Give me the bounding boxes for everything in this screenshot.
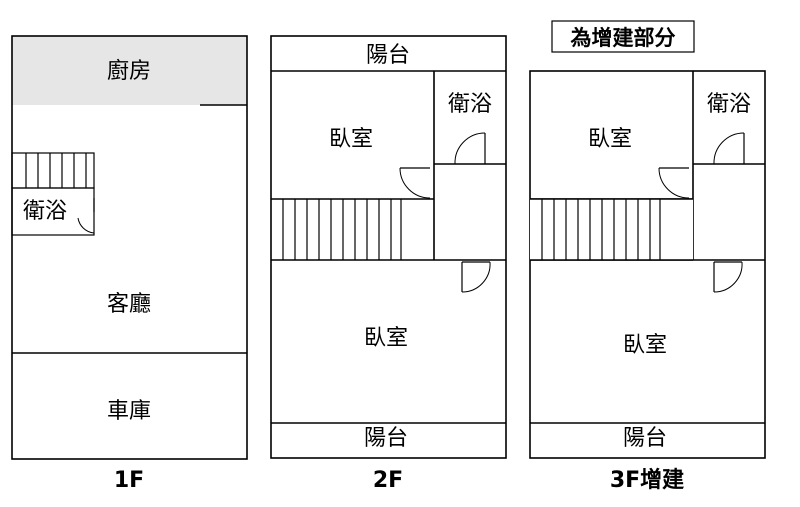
- door-swing-icon: [461, 261, 491, 293]
- door-swing-icon: [77, 198, 95, 234]
- door-swing-icon: [658, 167, 690, 199]
- floor-1f-outline: [11, 35, 248, 460]
- room-label-bedroom-top: 臥室: [329, 127, 373, 152]
- door-swing-icon: [399, 167, 431, 199]
- room-label-garage: 車庫: [107, 399, 151, 424]
- door-swing-icon: [454, 132, 486, 165]
- addition-note-text: 為增建部分: [571, 26, 676, 50]
- room-label-balcony-top: 陽台: [366, 43, 410, 68]
- addition-note: 為增建部分: [551, 20, 695, 53]
- room-label-bathroom: 衛浴: [707, 92, 751, 117]
- room-label-balcony-bottom: 陽台: [364, 426, 408, 451]
- floor-2f-outline: [270, 35, 507, 459]
- floor-label-2f: 2F: [373, 468, 403, 493]
- floor-label-1f: 1F: [114, 468, 144, 493]
- floor-label-3f: 3F增建: [610, 467, 684, 493]
- room-label-bedroom-main: 臥室: [364, 326, 408, 351]
- door-swing-icon: [713, 132, 745, 165]
- room-label-balcony-bottom: 陽台: [623, 426, 667, 451]
- kitchen-shade: [12, 36, 247, 105]
- floor-1f: 廚房 衛浴 客廳 車庫 1F: [11, 35, 248, 493]
- room-label-bedroom-main: 臥室: [623, 333, 667, 358]
- floor-3f: 為增建部分: [529, 20, 766, 493]
- stair-1f: [11, 152, 95, 189]
- stair-2f: [282, 199, 402, 260]
- room-label-kitchen: 廚房: [107, 59, 151, 84]
- room-label-bedroom-top: 臥室: [588, 127, 632, 152]
- room-label-bathroom: 衛浴: [23, 199, 67, 224]
- floor-2f: 陽台 臥室 衛浴 臥室 陽台 2F: [270, 35, 507, 493]
- floor-3f-outline: [529, 70, 766, 459]
- room-label-bathroom: 衛浴: [448, 92, 492, 117]
- stair-3f: [530, 198, 693, 261]
- door-swing-icon: [713, 261, 743, 293]
- room-label-living: 客廳: [107, 292, 151, 317]
